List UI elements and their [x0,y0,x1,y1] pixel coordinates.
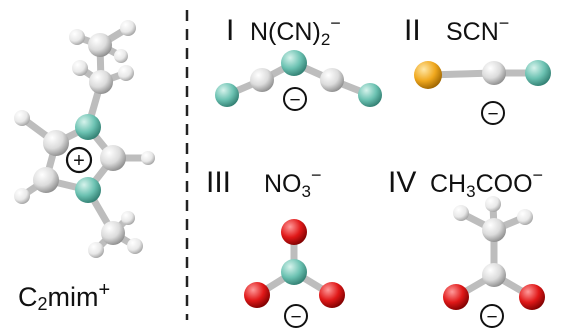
anion-1-molecule [215,50,382,107]
cation-hydrogen-atoms [14,20,155,258]
svg-text:−: − [290,307,301,328]
anion-1-charge-icon: − [283,87,307,111]
cation-c2mim-molecule: + [14,20,155,258]
anion-2-formula: SCN− [446,13,509,46]
svg-text:−: − [487,104,498,125]
anion-4-numeral: IV [388,166,416,199]
cation-charge-icon: + [65,146,93,174]
cation-heavy-atoms [33,33,126,245]
anion-2-molecule [414,60,551,89]
anion-4-charge-icon: − [480,304,504,328]
anion-1-formula: N(CN)2− [250,13,341,49]
anion-2-charge-icon: − [481,101,505,125]
anion-4-molecule [443,196,545,310]
anion-3-charge-icon: − [284,304,308,328]
anion-3-numeral: III [206,166,231,199]
anion-1-numeral: I [226,14,234,47]
cation-charge-symbol: + [73,150,85,172]
cation-label: C2mim+ [18,279,110,314]
svg-text:−: − [486,307,497,328]
anion-3-molecule [244,219,345,308]
anion-3-formula: NO3− [264,165,321,201]
svg-text:−: − [289,90,300,111]
anion-2-numeral: II [404,14,421,47]
anion-4-formula: CH3COO− [430,165,543,201]
